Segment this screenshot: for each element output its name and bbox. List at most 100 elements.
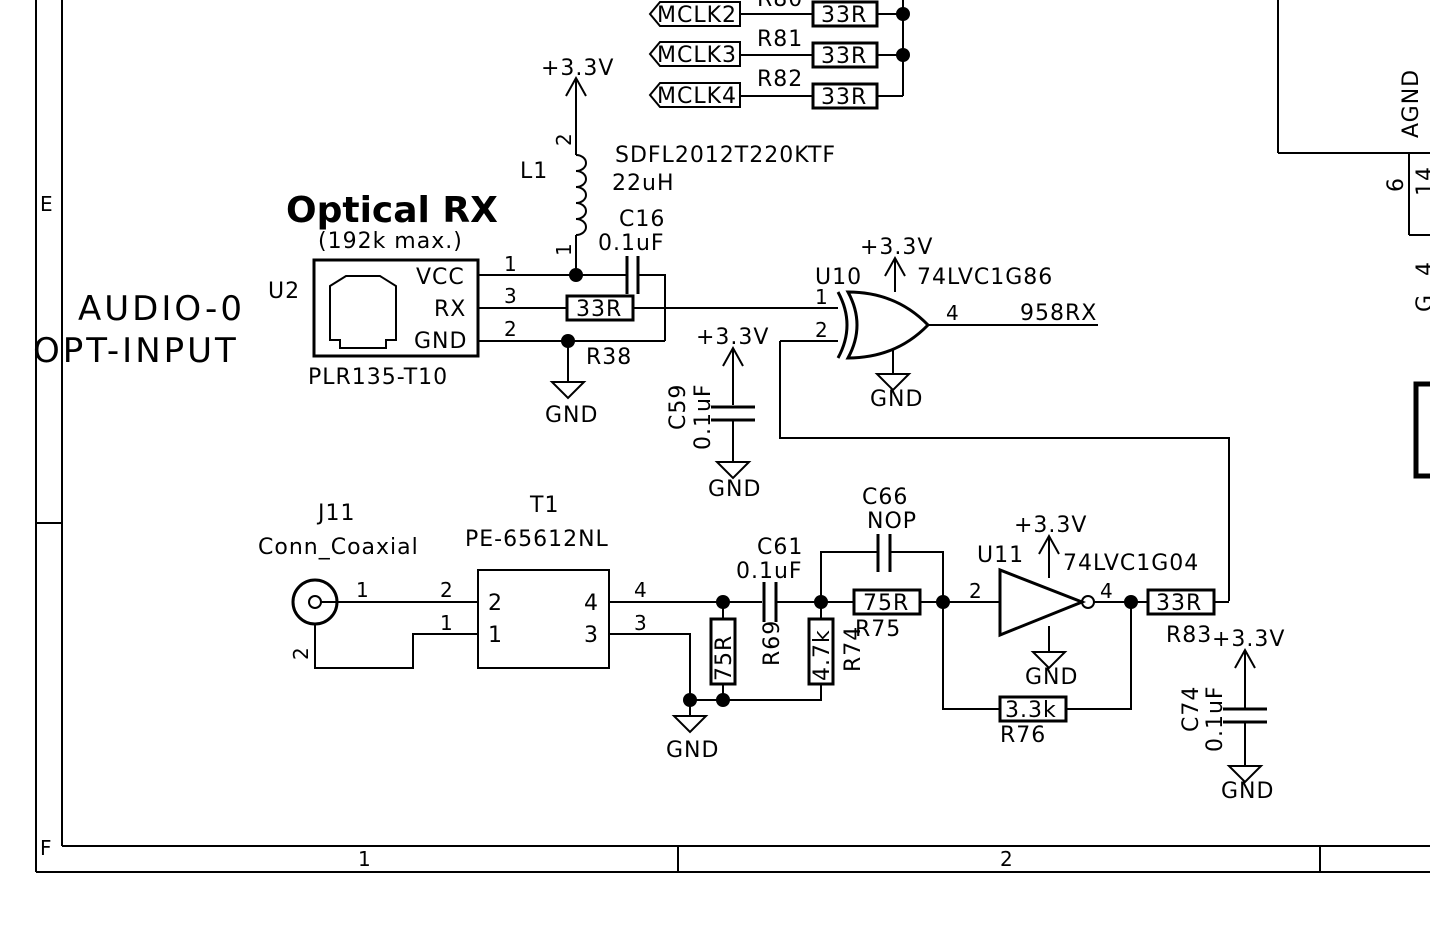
pin-g-label: G bbox=[1413, 294, 1430, 312]
gnd-label: GND bbox=[708, 477, 761, 502]
t1-pin1-outer: 1 bbox=[440, 611, 453, 635]
r76-value: 3.3k bbox=[1005, 698, 1057, 723]
c61-value: 0.1uF bbox=[736, 559, 803, 584]
u10-pin2: 2 bbox=[815, 318, 828, 342]
c66-capacitor: C66 NOP bbox=[820, 485, 944, 602]
r69-resistor: 75R R69 bbox=[709, 595, 785, 700]
r69-ref: R69 bbox=[760, 620, 785, 666]
u11-pin2: 2 bbox=[969, 579, 982, 603]
mclk-section: MCLK2 33R R80 MCLK3 33R R81 MCLK4 33R R8… bbox=[648, 0, 910, 110]
u10-part: 74LVC1G86 bbox=[917, 265, 1053, 290]
gnd-symbol: GND bbox=[545, 341, 598, 428]
r76-resistor: 3.3k R76 bbox=[942, 595, 1138, 748]
r83-value: 33R bbox=[1156, 591, 1202, 616]
r75-value: 75R bbox=[863, 591, 909, 616]
c74-ref: C74 bbox=[1179, 686, 1204, 732]
l1-part: SDFL2012T220KTF bbox=[615, 143, 836, 168]
t1-pin3-outer: 3 bbox=[634, 611, 647, 635]
u2-title: Optical RX bbox=[286, 190, 498, 231]
u10-ref: U10 bbox=[815, 265, 862, 290]
mclk2-label: MCLK2 bbox=[657, 3, 737, 28]
u2-ref: U2 bbox=[268, 279, 300, 304]
u2-pin-vcc: VCC bbox=[416, 265, 465, 290]
r80-value: 33R bbox=[821, 3, 867, 28]
u2-pin1-number: 1 bbox=[504, 252, 517, 276]
t1-pin4-inner: 4 bbox=[584, 591, 599, 616]
gnd-label: GND bbox=[870, 387, 923, 412]
c74-value: 0.1uF bbox=[1203, 685, 1228, 752]
u10-xor-gate: U10 74LVC1G86 +3.3V 1 2 4 958RX GND bbox=[780, 235, 1098, 412]
agnd-pin-label: AGND bbox=[1399, 69, 1424, 138]
u11-pin4: 4 bbox=[1100, 579, 1113, 603]
r69-value: 75R bbox=[712, 635, 737, 681]
r74-value: 4.7k bbox=[810, 629, 835, 681]
c61-ref: C61 bbox=[757, 535, 803, 560]
u2-pin-gnd: GND bbox=[414, 329, 467, 354]
u10-body[interactable] bbox=[845, 290, 931, 360]
r82-ref: R82 bbox=[757, 67, 803, 92]
l1-value: 22uH bbox=[612, 171, 674, 196]
u2-pin2-number: 2 bbox=[504, 317, 517, 341]
c16-capacitor: C16 0.1uF bbox=[598, 207, 666, 341]
u11-ref: U11 bbox=[977, 543, 1024, 568]
toslink-icon bbox=[329, 275, 397, 349]
gnd-label: GND bbox=[1025, 665, 1078, 690]
c59-capacitor: +3.3V GND C59 0.1uF bbox=[666, 325, 769, 502]
pin-6-label: 6 bbox=[1384, 177, 1409, 192]
block-title-line1: AUDIO-0 bbox=[78, 289, 245, 329]
l1-pin1: 1 bbox=[552, 243, 576, 256]
block-title-line2: OPT-INPUT bbox=[33, 331, 239, 371]
junction bbox=[569, 268, 583, 282]
j11-pin2: 2 bbox=[289, 647, 313, 660]
r38-value: 33R bbox=[576, 297, 622, 322]
r82-value: 33R bbox=[821, 85, 867, 110]
right-edge-component: AGND 6 14 4 G bbox=[1277, 0, 1430, 479]
r80-ref: R80 bbox=[757, 0, 803, 12]
t1-pin2-outer: 2 bbox=[440, 578, 453, 602]
t1-part: PE-65612NL bbox=[465, 527, 609, 552]
c16-ref: C16 bbox=[619, 207, 665, 232]
row-label-e: E bbox=[40, 192, 53, 216]
r81-ref: R81 bbox=[757, 27, 803, 52]
gnd-label: GND bbox=[666, 738, 719, 763]
u11-part: 74LVC1G04 bbox=[1063, 551, 1199, 576]
gnd-symbol: GND bbox=[666, 700, 719, 763]
r75-resistor: 75R R75 bbox=[852, 588, 1000, 642]
r75-ref: R75 bbox=[855, 617, 901, 642]
net-958rx-label[interactable]: 958RX bbox=[1020, 301, 1097, 326]
t1-pin4-outer: 4 bbox=[634, 578, 647, 602]
power-arrow bbox=[1234, 647, 1256, 709]
j11-part: Conn_Coaxial bbox=[258, 535, 419, 560]
t1-body[interactable] bbox=[477, 569, 610, 669]
c16-value: 0.1uF bbox=[598, 231, 665, 256]
net-wire bbox=[779, 341, 1230, 601]
power-arrow bbox=[1038, 533, 1060, 578]
c74-capacitor: +3.3V GND C74 0.1uF bbox=[1179, 627, 1284, 804]
c61-capacitor: C61 0.1uF bbox=[736, 535, 854, 622]
j11-ref: J11 bbox=[316, 501, 355, 526]
c59-ref: C59 bbox=[666, 384, 691, 430]
mclk3-label: MCLK3 bbox=[657, 43, 737, 68]
column-label-2: 2 bbox=[1000, 847, 1013, 871]
power-label: +3.3V bbox=[696, 325, 769, 350]
j11-connector: J11 Conn_Coaxial 1 2 bbox=[258, 501, 478, 669]
power-label: +3.3V bbox=[541, 56, 614, 81]
u10-pin1: 1 bbox=[815, 285, 828, 309]
c66-value: NOP bbox=[867, 509, 917, 534]
c59-value: 0.1uF bbox=[691, 383, 716, 450]
r74-body[interactable] bbox=[807, 617, 835, 686]
u10-pin4: 4 bbox=[946, 301, 959, 325]
c66-ref: C66 bbox=[862, 485, 908, 510]
gnd-label: GND bbox=[545, 403, 598, 428]
power-arrow bbox=[722, 345, 744, 405]
power-arrow bbox=[884, 255, 906, 292]
u11-body[interactable] bbox=[998, 567, 1087, 638]
junction bbox=[896, 7, 910, 21]
edge-block bbox=[1413, 381, 1430, 479]
r83-resistor: 33R R83 bbox=[1146, 588, 1229, 648]
sheet-border: E F 1 2 bbox=[35, 0, 1430, 873]
t1-transformer: T1 PE-65612NL 2 1 2 1 4 3 4 3 bbox=[440, 493, 762, 700]
inductor-coil[interactable] bbox=[575, 154, 587, 236]
power-label: +3.3V bbox=[860, 235, 933, 260]
junction bbox=[1124, 595, 1138, 609]
